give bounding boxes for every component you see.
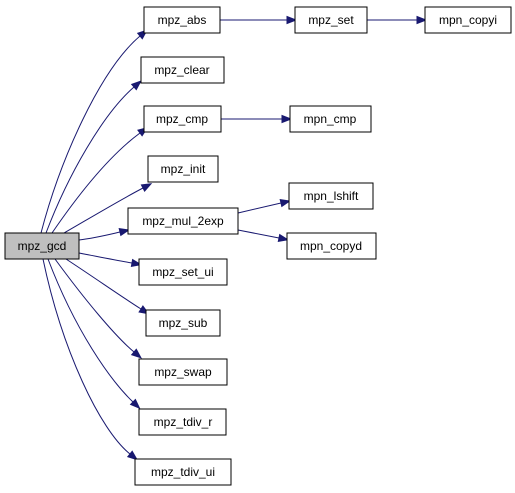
node-mpz-set-ui[interactable]: mpz_set_ui (138, 258, 228, 286)
node-label: mpz_init (161, 162, 206, 176)
edge-mpz-gcd-to-mpz-abs (40, 35, 141, 234)
edge-mpz-gcd-to-mpz-tdiv-ui (42, 258, 131, 455)
edge-mpz-mul-2exp-to-mpn-lshift (237, 202, 282, 214)
node-label: mpz_tdiv_r (154, 415, 213, 429)
node-mpn-lshift[interactable]: mpn_lshift (288, 182, 374, 210)
node-label: mpz_sub (159, 316, 208, 330)
node-mpz-abs[interactable]: mpz_abs (143, 6, 221, 34)
arrowhead (130, 348, 142, 359)
node-mpz-clear[interactable]: mpz_clear (140, 56, 225, 84)
edge-mpz-gcd-to-mpz-swap (54, 258, 135, 353)
node-label: mpn_cmp (304, 112, 357, 126)
node-mpn-copyi[interactable]: mpn_copyi (424, 6, 512, 34)
node-mpz-sub[interactable]: mpz_sub (145, 309, 221, 337)
edge-mpz-gcd-to-mpz-sub (65, 258, 142, 310)
node-label: mpz_swap (154, 365, 212, 379)
edge-mpz-gcd-to-mpz-init (63, 187, 144, 234)
node-label: mpz_tdiv_ui (151, 465, 215, 479)
node-mpz-set[interactable]: mpz_set (294, 6, 368, 34)
edge-mpz-gcd-to-mpz-clear (45, 86, 135, 234)
node-mpn-copyd[interactable]: mpn_copyd (286, 232, 377, 260)
arrowhead (277, 233, 290, 243)
edge-mpz-gcd-to-mpz-set-ui (78, 252, 133, 264)
arrowhead (140, 183, 153, 192)
node-label: mpz_set_ui (152, 265, 213, 279)
arrowhead (130, 80, 142, 91)
node-mpz-swap[interactable]: mpz_swap (138, 358, 228, 386)
arrowhead (279, 198, 292, 208)
arrowhead (129, 398, 141, 410)
node-label: mpn_copyi (439, 13, 497, 27)
edge-mpz-gcd-to-mpz-cmp (51, 132, 141, 234)
node-mpz-tdiv-r[interactable]: mpz_tdiv_r (138, 408, 227, 436)
node-mpz-gcd[interactable]: mpz_gcd (4, 232, 80, 260)
node-label: mpn_copyd (300, 239, 362, 253)
node-label: mpz_gcd (18, 239, 67, 253)
arrowhead (126, 450, 139, 461)
node-label: mpn_lshift (304, 189, 359, 203)
edges (40, 15, 428, 461)
node-label: mpz_clear (154, 63, 209, 77)
edge-mpz-gcd-to-mpz-tdiv-r (47, 258, 134, 403)
node-label: mpz_abs (158, 13, 207, 27)
arrowhead (118, 227, 131, 237)
edge-mpz-mul-2exp-to-mpn-copyd (237, 229, 280, 239)
arrowhead (416, 15, 428, 25)
node-mpz-init[interactable]: mpz_init (147, 155, 219, 183)
arrowhead (286, 15, 298, 25)
node-mpn-cmp[interactable]: mpn_cmp (289, 105, 372, 133)
node-mpz-mul-2exp[interactable]: mpz_mul_2exp (127, 207, 239, 235)
arrowhead (281, 114, 293, 124)
node-label: mpz_set (308, 13, 354, 27)
node-label: mpz_mul_2exp (142, 214, 224, 228)
node-label: mpz_cmp (156, 112, 208, 126)
node-mpz-tdiv-ui[interactable]: mpz_tdiv_ui (134, 458, 232, 486)
edge-mpz-gcd-to-mpz-mul-2exp (78, 231, 121, 241)
node-mpz-cmp[interactable]: mpz_cmp (143, 105, 222, 133)
